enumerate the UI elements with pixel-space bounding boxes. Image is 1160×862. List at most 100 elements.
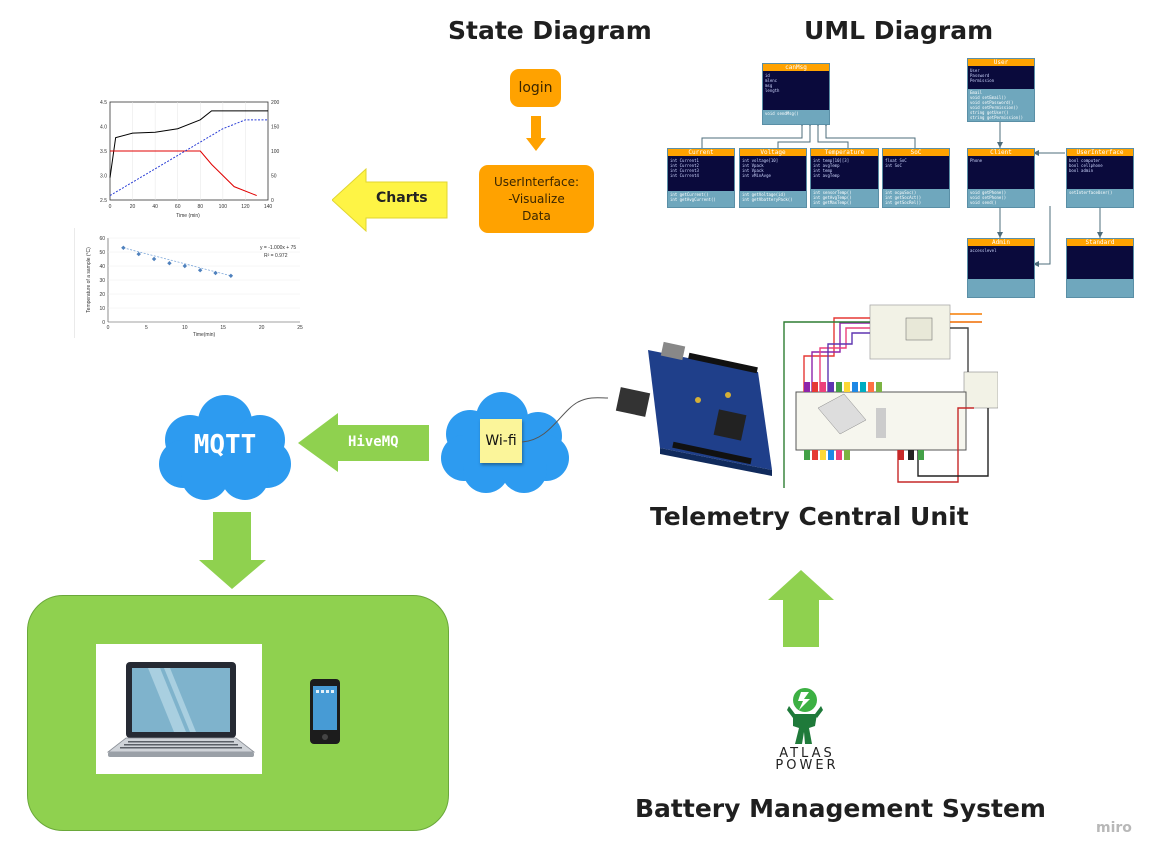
uml-userinterface-foot: setInterfaceUser() [1067, 189, 1133, 207]
uml-class-standard[interactable]: Standard [1066, 238, 1134, 298]
telemetry-title: Telemetry Central Unit [650, 502, 969, 531]
uml-class-client[interactable]: Client Phone void getPhone() void setPho… [967, 148, 1035, 208]
wifi-sticky-note: Wi-fi [480, 419, 522, 463]
line-chart-series-0 [109, 110, 268, 178]
uml-diagram-title: UML Diagram [804, 16, 994, 45]
line-chart-xtick: 80 [198, 204, 204, 210]
uml-soc-name: SoC [883, 149, 949, 156]
line-chart-ytick-right: 150 [271, 125, 280, 131]
scatter-ytick: 40 [99, 264, 105, 270]
uml-canmsg-body: id mlenc msg length [765, 73, 780, 93]
wiring-diagram-icon [783, 304, 998, 488]
scatter-ytick: 20 [99, 292, 105, 298]
scatter-point [182, 263, 187, 269]
hivemq-arrow [298, 413, 429, 472]
uml-class-current[interactable]: Current int Current1 int Current2 int Cu… [667, 148, 735, 208]
state-diagram-title: State Diagram [448, 16, 652, 45]
scatter-ytick: 30 [99, 278, 105, 284]
state-login-box[interactable]: login [510, 69, 561, 107]
uml-client-body: Phone [970, 158, 983, 163]
line-chart-xtick: 60 [175, 204, 181, 210]
uml-canmsg-foot: void sendMsg() [763, 110, 829, 124]
state-login-label: login [518, 80, 553, 96]
miro-watermark: miro [1096, 820, 1132, 836]
atlas-power-line1: ATLAS [779, 746, 835, 761]
scatter-xtick: 5 [145, 325, 148, 331]
uml-client-name: Client [968, 149, 1034, 156]
line-chart-ytick-left: 3.5 [100, 149, 107, 155]
scatter-ytick: 0 [102, 320, 105, 326]
line-chart-ytick-left: 4.5 [100, 100, 107, 106]
laptop-card [96, 644, 262, 774]
uml-standard-body [1067, 246, 1133, 250]
bms-up-arrow [768, 570, 834, 647]
uml-class-admin[interactable]: Admin accesslevel [967, 238, 1035, 298]
uml-current-foot: int getCurrent() int getAvgCurrent() [668, 191, 734, 207]
uml-user-foot: Email void setEmail() void setPassword()… [968, 89, 1034, 121]
uml-class-temperature[interactable]: Temperature int temp[10][3] int avgTemp … [810, 148, 879, 208]
scatter-point [197, 268, 203, 273]
uml-voltage-body: int voltage[10] int Vpack int Vpack int … [742, 158, 779, 178]
uml-class-user[interactable]: User User Password Permission Email void… [967, 58, 1035, 122]
scatter-point [228, 273, 234, 278]
scatter-ylabel: Temperature of a sample (°C) [86, 247, 92, 313]
line-chart-xtick: 20 [130, 204, 136, 210]
scatter-point [151, 256, 157, 262]
line-chart-ytick-left: 2.5 [100, 198, 107, 204]
uml-canmsg-name: canMsg [763, 64, 829, 71]
charts-arrow [332, 168, 448, 232]
wifi-label: Wi-fi [485, 433, 517, 449]
atlas-power-line2: POWER [775, 758, 839, 773]
uml-userinterface-name: UserInterface [1067, 149, 1133, 156]
uml-admin-name: Admin [968, 239, 1034, 246]
scatter-xlabel: Time(min) [193, 332, 216, 338]
uml-userinterface-body: bool computer bool cellphone bool admin [1069, 158, 1103, 173]
uml-temperature-name: Temperature [811, 149, 878, 156]
atlas-power-logo [787, 688, 823, 744]
wifi-cloud [441, 392, 569, 493]
line-chart-ytick-left: 4.0 [100, 125, 107, 131]
line-chart-series-1 [110, 150, 257, 197]
scatter-xtick: 0 [107, 325, 110, 331]
uml-class-canmsg[interactable]: canMsg id mlenc msg length void sendMsg(… [762, 63, 830, 125]
telemetry-hardware [615, 304, 998, 488]
uml-temperature-foot: int sensorTemp() int getAvgTemp() int ge… [811, 189, 878, 207]
uml-voltage-name: Voltage [740, 149, 806, 156]
uml-class-soc[interactable]: SoC float SoC int SoC int ocpuSoc() int … [882, 148, 950, 208]
uml-class-voltage[interactable]: Voltage int voltage[10] int Vpack int Vp… [739, 148, 807, 208]
scatter-xtick: 25 [297, 325, 303, 331]
scatter-xtick: 10 [182, 325, 188, 331]
arduino-board-icon [615, 341, 772, 476]
line-chart-xtick: 100 [219, 204, 228, 210]
uml-class-userinterface[interactable]: UserInterface bool computer bool cellpho… [1066, 148, 1134, 208]
bms-title: Battery Management System [635, 794, 1046, 823]
uml-client-foot: void getPhone() void setPhone() void sen… [968, 189, 1034, 207]
scatter-ytick: 50 [99, 250, 105, 256]
line-chart-xtick: 40 [152, 204, 158, 210]
uml-current-name: Current [668, 149, 734, 156]
uml-temperature-body: int temp[10][3] int avgTemp int temp int… [813, 158, 850, 178]
state-userinterface-box[interactable]: UserInterface: -Visualize Data [479, 165, 594, 233]
uml-voltage-foot: int getVoltage(id) int getVbatteryPack() [740, 191, 806, 207]
mqtt-label: MQTT [193, 430, 257, 460]
state-ui-line2: -Visualize [508, 191, 565, 206]
line-chart-ytick-right: 0 [271, 198, 274, 204]
uml-admin-foot [968, 279, 1034, 297]
line-chart-xtick: 120 [241, 204, 250, 210]
uml-soc-foot: int ocpuSoc() int getSocAct() int getSoc… [883, 189, 949, 207]
uml-admin-body: accesslevel [970, 248, 997, 253]
smartphone-icon [310, 679, 340, 744]
line-chart-xtick: 140 [264, 204, 273, 210]
scatter-xtick: 20 [259, 325, 265, 331]
charts-arrow-label: Charts [376, 190, 428, 206]
mqtt-down-arrow [199, 512, 266, 589]
scatter-point [213, 270, 218, 276]
scatter-ytick: 60 [99, 236, 105, 242]
uml-user-name: User [968, 59, 1034, 66]
scatter-point [136, 251, 141, 257]
state-ui-line3: Data [522, 208, 551, 223]
line-chart-xlabel: Time (min) [176, 213, 200, 219]
uml-current-body: int Current1 int Current2 int Current3 i… [670, 158, 699, 178]
